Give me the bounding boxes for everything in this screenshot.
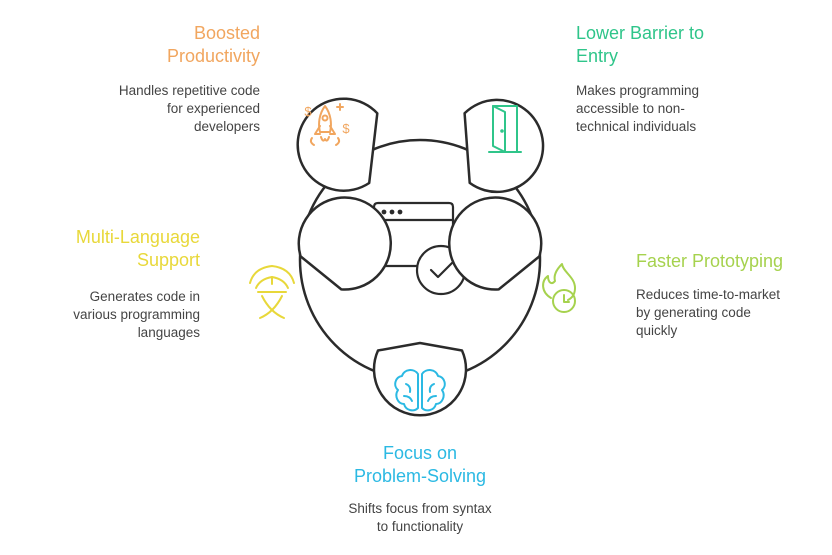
prototyping-block: Faster Prototyping Reduces time-to-marke… — [636, 250, 826, 340]
productivity-block: Boosted Productivity Handles repetitive … — [60, 22, 260, 136]
translate-icon — [249, 265, 295, 319]
entry-block: Lower Barrier to Entry Makes programming… — [576, 22, 796, 136]
svg-text:$: $ — [342, 121, 350, 136]
problem-badge — [372, 341, 468, 417]
productivity-title: Boosted Productivity — [166, 23, 260, 66]
svg-text:$: $ — [304, 104, 312, 119]
prototyping-badge — [448, 196, 576, 313]
entry-description: Makes programming accessible to non- tec… — [576, 83, 700, 134]
prototyping-title: Faster Prototyping — [636, 251, 784, 271]
prototyping-description: Reduces time-to-market by generating cod… — [636, 287, 781, 338]
open-door-icon — [488, 105, 522, 153]
productivity-description: Handles repetitive code for experienced … — [118, 83, 260, 134]
fire-clock-icon — [542, 263, 576, 313]
problem-description: Shifts focus from syntax to functionalit… — [348, 501, 492, 534]
rocket-dollar-icon: $ $ — [304, 103, 350, 146]
multilang-title: Multi-Language Support — [75, 227, 200, 270]
multilang-description: Generates code in various programming la… — [73, 289, 200, 340]
brain-icon — [394, 369, 446, 412]
problem-block: Focus on Problem-Solving Shifts focus fr… — [300, 442, 540, 536]
multilang-badge — [249, 196, 392, 319]
entry-badge — [463, 98, 545, 194]
problem-title: Focus on Problem-Solving — [353, 443, 487, 486]
multilang-block: Multi-Language Support Generates code in… — [20, 226, 200, 342]
productivity-badge: $ $ — [296, 97, 379, 192]
entry-title: Lower Barrier to Entry — [576, 23, 705, 66]
